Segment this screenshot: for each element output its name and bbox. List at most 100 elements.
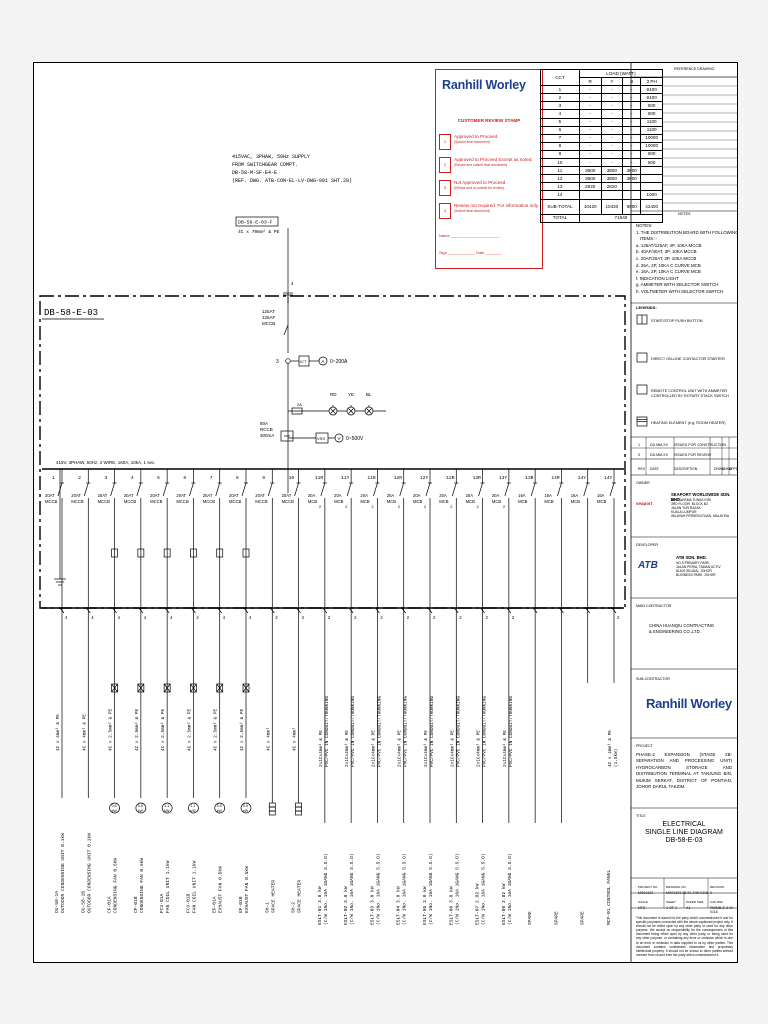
pole-count: 2 — [371, 504, 374, 509]
load-cell: - — [578, 85, 602, 95]
circuit-number: 13B — [525, 475, 534, 481]
load-row: 8---10000 — [540, 141, 663, 151]
cable-spec: 4C x 4mm² & PE — [55, 714, 61, 751]
breaker-rating: 16A — [571, 493, 579, 498]
load-description: FAN COIL UNIT 1.1kW — [165, 860, 171, 913]
breaker-rating: 16A — [597, 493, 605, 498]
breaker-contact — [583, 482, 589, 497]
note-line: g. AMMETER WITH SELECTOR SWITCH — [636, 282, 719, 288]
cable-spec: 2x1Cx4mm² & PE — [344, 730, 350, 767]
motor-rating: 0.5 — [112, 804, 117, 808]
outgoing-marker — [164, 607, 170, 614]
load-description: SPACE HEATER — [270, 880, 276, 913]
revision-header: CHKD — [722, 467, 732, 471]
outgoing-marker — [59, 607, 65, 614]
breaker-rating: 16A — [544, 493, 552, 498]
load-cell: 5 — [540, 117, 580, 127]
breaker-contact — [478, 482, 483, 497]
circuit-number: 12R — [394, 475, 403, 481]
cable-spec: 2x1Cx4mm² & PE — [502, 730, 508, 767]
cable-spec: 4C x 4mm² — [292, 727, 298, 751]
load-cell: 3 — [540, 101, 580, 111]
load-cell: - — [600, 93, 624, 103]
load-cell — [578, 190, 602, 200]
load-description: CF-01B — [133, 896, 139, 913]
load-description: OU-58-1B — [80, 891, 86, 913]
cable-number: 4 — [291, 281, 294, 286]
breaker-rating: 20A — [439, 493, 447, 498]
load-cell: 10000 — [640, 141, 663, 151]
motor-unit: kW — [243, 809, 249, 813]
load-cell: - — [622, 117, 642, 127]
cable-spec: 2x1Cx4mm² & PE — [397, 730, 403, 767]
lamp-x — [366, 408, 372, 414]
legend-symbol-2 — [636, 384, 648, 395]
breaker-rating: 20A — [308, 493, 316, 498]
cable-spec: PVC/PVC IN CONDUIT/TRUNKING — [430, 695, 435, 767]
note-line: a. 125AT/125AF, 4P, 10KA MCCB — [636, 242, 702, 248]
breaker-rating: 20AT — [229, 493, 239, 498]
load-description: ESLT-02 3.8 kW — [343, 886, 349, 925]
b-header: B — [622, 77, 642, 87]
busbar-rating: 415V, 3PHAW, 50Hz, 4 WIRE, 160A, 10kA, 1… — [56, 460, 155, 465]
load-cell: - — [622, 149, 642, 160]
ammeter-symbol: A — [322, 359, 325, 364]
note-line: f. INDICATION LIGHT — [636, 275, 679, 281]
outgoing-marker — [375, 607, 380, 614]
pole-count: 2 — [450, 504, 453, 509]
load-cell: 2 — [540, 93, 580, 103]
current-transformer — [285, 358, 291, 364]
breaker-type: MCCB — [98, 499, 111, 504]
circuit-number: 3 — [105, 475, 108, 481]
motor-rating: 1.1 — [164, 804, 169, 808]
load-cell: - — [600, 141, 624, 151]
load-cell: - — [578, 141, 602, 151]
load-description: (C/W 1No. 16A 1GANG S.S.O) — [481, 853, 487, 925]
info-value: MS01103-35-EL-DW-0116 — [666, 891, 708, 895]
breaker-rating: 20A — [466, 493, 474, 498]
circuit-number: 11B — [367, 475, 376, 481]
stamp-option-note: (Revise and submit final document) — [454, 163, 508, 167]
breaker-contact — [215, 482, 221, 497]
load-description: MCP-01 CONTROL PANEL — [606, 870, 612, 925]
circuit-number: 12Y — [420, 475, 429, 481]
contactor-box — [242, 548, 250, 558]
lamp-fuse — [291, 407, 303, 415]
load-description: OUTDOOR CONDENSING UNIT 0.1kW — [60, 833, 66, 913]
circuit-number: 8 — [236, 475, 239, 481]
stamp-checkbox: 3 — [439, 180, 451, 196]
load-description: ESLT-05 3.8 kW — [422, 886, 428, 925]
motor-unit: kW — [138, 809, 144, 813]
title-line-2: SINGLE LINE DIAGRAM — [645, 829, 723, 836]
breaker-type: MCB — [492, 499, 502, 504]
drawing-title: ELECTRICAL SINGLE LINE DIAGRAM DB-58-E-0… — [636, 821, 732, 845]
load-cell: 2820 — [578, 182, 602, 192]
stamp-sign-label: Sign — [439, 250, 448, 255]
note-line: h. VOLTMETER WITH SELECTOR SWITCH — [636, 288, 724, 294]
info-label: SCALE — [638, 900, 648, 904]
notes-list: NOTES:1. THE DISTRIBUTION BOARD WITH FOL… — [636, 223, 737, 296]
main-contractor-name: CHINA HUANQIU CONTRACTING & ENGINEERING … — [649, 623, 715, 634]
cable-spec: PVC/PVC IN CONDUIT/TRUNKING — [325, 695, 330, 767]
cable-spec: 4C x 2.5mm² & PE — [213, 708, 219, 751]
load-cell: 8 — [540, 141, 580, 151]
revision-cell: 0 — [638, 453, 640, 457]
info-label: PAPER SIZE — [686, 900, 704, 904]
load-cell: 10 — [540, 158, 580, 168]
breaker-contact — [57, 482, 63, 497]
note-line: NOTES: — [636, 223, 653, 228]
stamp-logo: Ranhill Worley — [442, 78, 526, 92]
load-cell: - — [600, 85, 624, 95]
cable-spec: 4C x 2.5mm² & PE — [160, 708, 166, 751]
load-description: EXHAUST FAN 0.5kW — [244, 866, 250, 913]
legend-text: START/STOP PUSH BUTTON — [651, 319, 703, 323]
incomer-rating: 125AT — [262, 309, 275, 314]
breaker-rating: 20AT — [203, 493, 213, 498]
